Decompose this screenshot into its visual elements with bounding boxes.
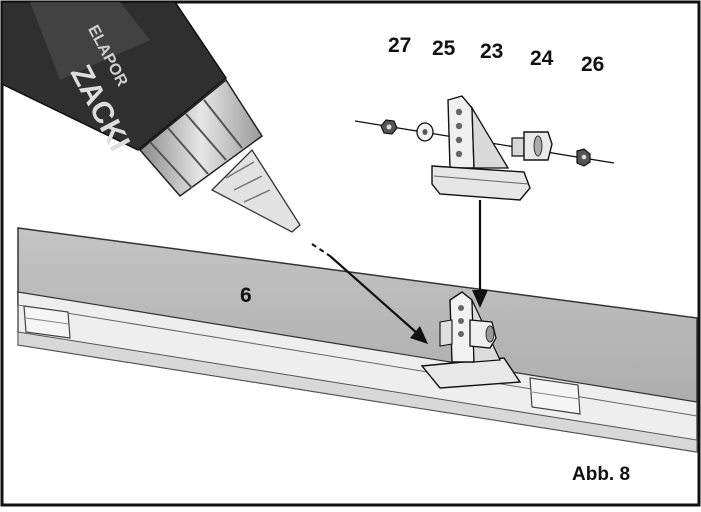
part-number-27: 27 [388, 34, 412, 57]
hinge-tab-left [23, 305, 71, 339]
part-24-clevis [511, 131, 553, 161]
part-25-washer [416, 122, 434, 142]
part-26-nut [576, 148, 591, 167]
part-number-6: 6 [240, 284, 252, 307]
part-number-25: 25 [432, 37, 456, 60]
hinge-tab-right [529, 377, 581, 415]
part-number-24: 24 [530, 47, 554, 70]
part-23-horn-bracket [431, 95, 531, 201]
part-number-23: 23 [480, 40, 504, 63]
figure-caption: Abb. 8 [572, 464, 631, 485]
part-number-26: 26 [581, 53, 605, 76]
part-27-nut [380, 119, 398, 135]
glue-arrow [311, 243, 428, 344]
assembly-arrow [472, 200, 488, 308]
assembled-horn [420, 291, 522, 389]
glue-bottle [1, 1, 301, 233]
part-6-surface [17, 227, 698, 453]
